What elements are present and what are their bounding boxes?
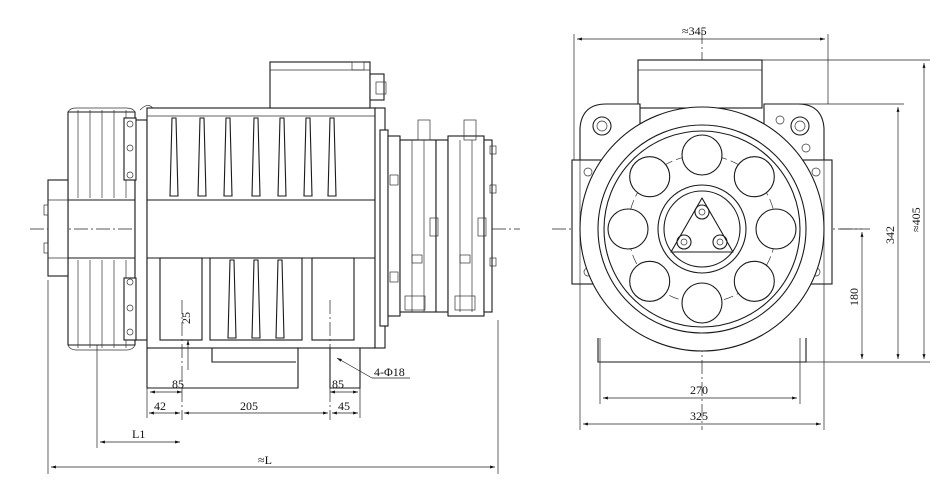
- dim-25: 25: [179, 312, 193, 324]
- dim-holes: 4-Φ18: [374, 365, 405, 379]
- dim-45: 45: [338, 399, 350, 413]
- dim-345: ≈345: [682, 24, 707, 38]
- dim-405: ≈405: [909, 207, 923, 232]
- dim-42: 42: [154, 399, 166, 413]
- side-view: 25 4-Φ18 85 85 42 205 45 L1 ≈L: [30, 61, 520, 474]
- motor-end-cap: [374, 107, 389, 349]
- front-terminal-box: [637, 59, 763, 109]
- dim-L: ≈L: [258, 453, 272, 467]
- dim-L1: L1: [132, 427, 145, 441]
- terminal-box: [269, 61, 387, 109]
- dim-342: 342: [883, 226, 897, 244]
- brake: [387, 119, 497, 317]
- dim-85-left: 85: [172, 377, 184, 391]
- dim-205: 205: [240, 399, 258, 413]
- bearing-flange: [123, 105, 156, 341]
- motor-body: [146, 107, 376, 420]
- dim-270: 270: [690, 383, 708, 397]
- front-view: ≈345 270 325 180 342 ≈405: [552, 24, 930, 430]
- dim-85-right: 85: [332, 377, 344, 391]
- dim-325: 325: [690, 409, 708, 423]
- shaft-end: [43, 179, 69, 277]
- dim-180: 180: [847, 288, 861, 306]
